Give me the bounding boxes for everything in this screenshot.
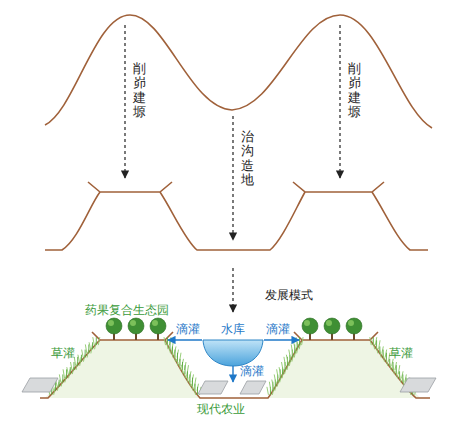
grass-stroke (67, 367, 69, 374)
grass-stroke (296, 337, 298, 345)
grass-stroke (88, 344, 89, 353)
grass-stroke (93, 337, 95, 345)
diagram-label: 滴灌 (266, 322, 290, 336)
grass-stroke (184, 371, 186, 378)
diagram-label: 滴灌 (240, 364, 264, 378)
diagram-label: 发展模式 (265, 288, 313, 302)
grass-stroke (169, 346, 171, 353)
grass-stroke (59, 374, 61, 382)
grass-stroke (284, 357, 286, 366)
grass-stroke (62, 374, 63, 382)
grass-stroke (66, 369, 67, 378)
grass-stroke (277, 369, 279, 378)
grass-stroke (85, 344, 87, 353)
grass-stroke (74, 362, 75, 370)
diagram-label: 现代农业 (197, 402, 245, 416)
grass-stroke (383, 353, 385, 362)
grass-stroke (89, 342, 91, 349)
grass-stroke (289, 350, 291, 358)
grass-shrub (48, 337, 416, 395)
step-label: 削峁建塬 (133, 62, 146, 119)
grass-stroke (82, 350, 84, 358)
process-arrow (124, 25, 125, 178)
grass-stroke (70, 367, 71, 374)
diagram-label: 药果复合生态园 (85, 303, 169, 317)
grass-stroke (177, 359, 179, 366)
grass-stroke (174, 353, 176, 362)
drip-arrow (232, 366, 233, 382)
grass-stroke (85, 350, 86, 358)
grass-stroke (189, 378, 191, 387)
fruit-tree (106, 318, 362, 340)
grass-stroke (299, 337, 300, 345)
original-hill-curve (45, 15, 432, 128)
process-arrow (339, 25, 340, 178)
grass-stroke (77, 357, 78, 366)
grass-stroke (172, 350, 174, 358)
terraced-profile (45, 182, 428, 250)
drip-arrow (168, 339, 202, 340)
grass-stroke (269, 382, 271, 391)
grass-stroke (302, 337, 304, 345)
diagram-label: 草灌 (51, 346, 75, 360)
grass-stroke (386, 359, 388, 366)
grass-stroke (71, 362, 73, 370)
diagram-label: 草灌 (389, 346, 413, 360)
grass-stroke (98, 337, 100, 345)
reservoir-water (203, 340, 263, 366)
grass-stroke (390, 362, 392, 370)
grass-stroke (63, 369, 64, 378)
grass-stroke (187, 374, 189, 382)
grass-stroke (164, 337, 166, 345)
grass-stroke (286, 355, 288, 362)
diagram-label: 滴灌 (176, 322, 200, 336)
grass-stroke (194, 387, 196, 395)
grass-stroke (179, 362, 181, 370)
grass-stroke (399, 374, 401, 382)
grass-stroke (81, 355, 82, 362)
grass-stroke (393, 365, 395, 374)
step-label: 治沟造地 (241, 130, 254, 187)
grass-stroke (376, 346, 378, 353)
grass-stroke (267, 387, 269, 395)
grass-stroke (282, 362, 284, 370)
drip-arrow (264, 339, 299, 340)
development-profile (40, 332, 430, 398)
grass-stroke (182, 365, 184, 374)
process-arrow (232, 268, 233, 312)
grass-stroke (96, 337, 97, 345)
grass-stroke (294, 342, 296, 349)
slope-fill (45, 340, 420, 398)
grass-stroke (373, 340, 375, 349)
grass-stroke (380, 350, 382, 358)
process-arrow (232, 116, 233, 240)
grass-stroke (291, 344, 293, 353)
grass-stroke (272, 380, 274, 387)
grass-stroke (192, 384, 194, 391)
grass-stroke (78, 355, 80, 362)
grass-stroke (396, 371, 398, 378)
diagram-label: 水库 (221, 322, 245, 336)
grass-stroke (167, 340, 169, 349)
grass-stroke (59, 380, 60, 387)
grass-stroke (92, 342, 93, 349)
step-label: 削峁建塬 (348, 62, 361, 119)
grass-stroke (279, 367, 281, 374)
solar-panel (22, 378, 436, 394)
grass-stroke (370, 337, 372, 345)
grass-stroke (274, 374, 276, 382)
